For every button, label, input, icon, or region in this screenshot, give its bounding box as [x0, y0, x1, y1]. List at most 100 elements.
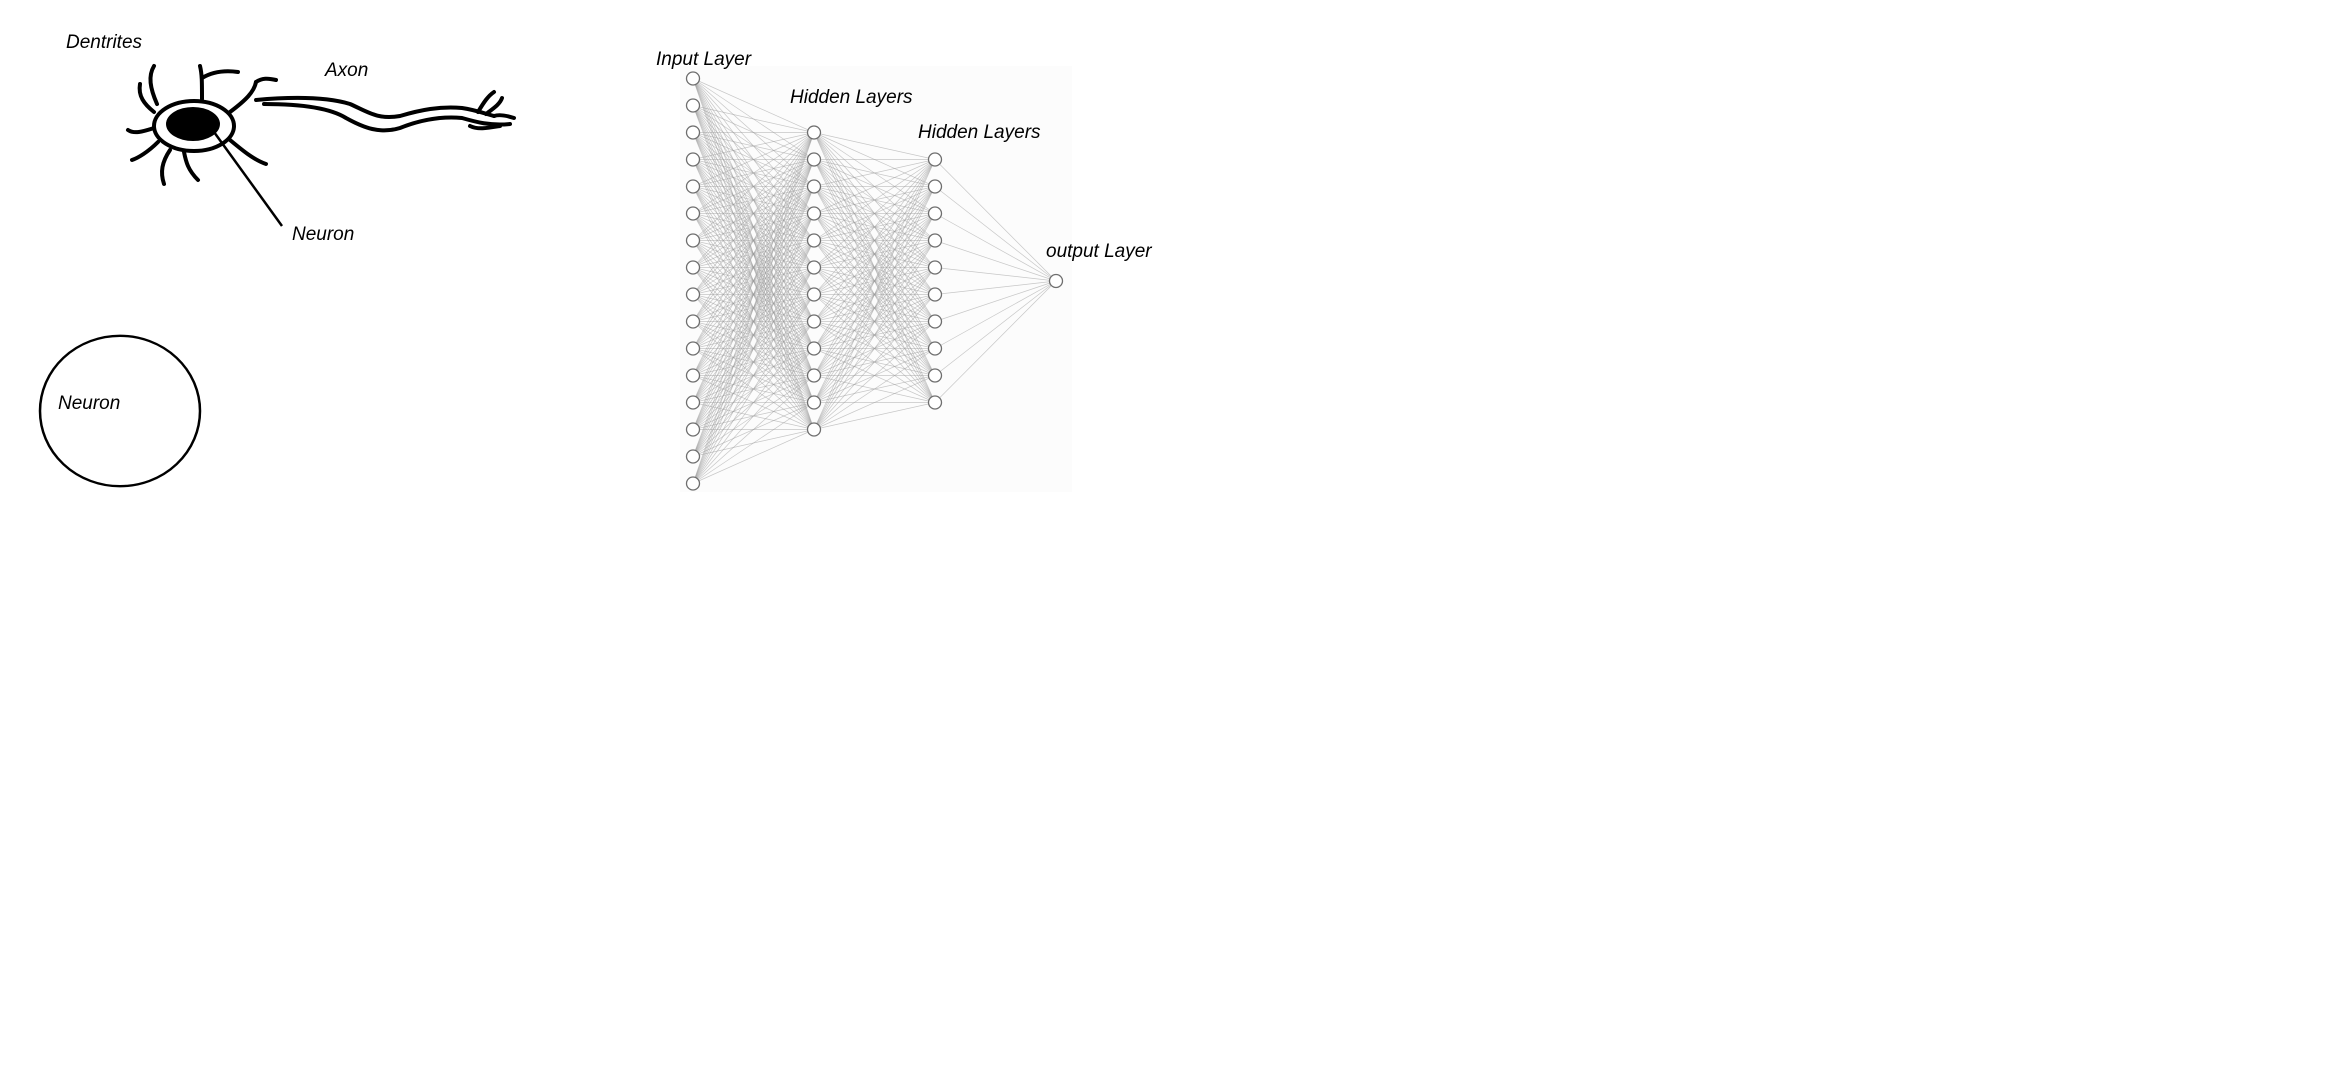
layer-2-node — [927, 206, 943, 221]
network-edge — [692, 132, 815, 160]
network-edge — [692, 321, 815, 484]
layer-0-node — [685, 71, 701, 86]
network-nodes — [685, 71, 1064, 491]
network-edge — [934, 267, 1057, 282]
hidden-layer-1-label: Hidden Layers — [790, 87, 913, 108]
network-edge — [692, 132, 815, 349]
network-edge — [934, 280, 1057, 403]
layer-0-node — [685, 368, 701, 383]
layer-2-node — [927, 233, 943, 248]
network-edge — [934, 280, 1057, 349]
dendrite — [148, 64, 159, 106]
neuron-label: Neuron — [292, 224, 354, 245]
dendrite — [126, 126, 156, 135]
input-layer-label: Input Layer — [656, 49, 752, 70]
network-edge — [692, 348, 815, 484]
dendrite — [200, 69, 240, 80]
layer-0-node — [685, 152, 701, 167]
network-edge — [813, 159, 936, 187]
network-edge — [692, 132, 815, 484]
dendrite — [137, 82, 156, 114]
network-edge — [813, 240, 936, 430]
network-edge — [692, 132, 815, 376]
layer-0-node — [685, 233, 701, 248]
dendrite — [130, 140, 160, 162]
neuron-circle — [38, 334, 202, 488]
network-edge — [692, 132, 815, 430]
network-edge — [813, 402, 936, 430]
layer-0-node — [685, 422, 701, 437]
layer-1-node — [806, 368, 822, 383]
network-edges — [692, 78, 1057, 484]
network-edge — [692, 132, 815, 187]
layer-2-node — [927, 368, 943, 383]
network-edge — [692, 213, 815, 484]
layer-0-node — [685, 449, 701, 464]
layer-1-node — [806, 422, 822, 437]
network-edge — [813, 213, 936, 430]
dendrite — [182, 150, 200, 182]
network-edge — [692, 132, 815, 295]
network-edge — [813, 294, 936, 430]
network-edge — [813, 321, 936, 430]
neuron-circle-label: Neuron — [58, 393, 120, 414]
network-edge — [934, 240, 1057, 282]
network-edge — [692, 294, 815, 484]
layer-1-node — [806, 395, 822, 410]
layer-0-node — [685, 260, 701, 275]
neuron-pointer-line — [212, 131, 284, 227]
network-edge — [813, 132, 936, 160]
network-edge — [692, 132, 815, 214]
axon-terminal — [492, 113, 516, 120]
layer-1-node — [806, 179, 822, 194]
neuron-sketch — [126, 64, 516, 186]
layer-2-node — [927, 152, 943, 167]
network-edge — [813, 159, 936, 376]
network-edge — [813, 186, 936, 430]
layer-1-node — [806, 314, 822, 329]
dendrites-label: Dentrites — [66, 32, 143, 53]
network-edge — [692, 132, 815, 268]
layer-2-node — [927, 314, 943, 329]
network-edge — [934, 280, 1057, 295]
network-edge — [692, 105, 815, 133]
nucleus — [166, 107, 220, 141]
dendrite — [254, 76, 278, 84]
dendrite — [228, 80, 258, 114]
network-edge — [813, 159, 936, 268]
layer-2-node — [927, 179, 943, 194]
layer-1-node — [806, 260, 822, 275]
network-edge — [813, 159, 936, 295]
network-edge — [934, 213, 1057, 282]
network-edge — [692, 132, 815, 403]
layer-1-node — [806, 152, 822, 167]
network-edge — [813, 159, 936, 322]
layer-2-node — [927, 341, 943, 356]
layer-1-node — [806, 233, 822, 248]
network-edge — [692, 132, 815, 322]
network-edge — [692, 402, 815, 484]
network-edge — [813, 348, 936, 430]
network-edge — [692, 132, 815, 457]
layer-0-node — [685, 395, 701, 410]
layer-1-node — [806, 287, 822, 302]
layer-0-node — [685, 341, 701, 356]
axon-terminal — [476, 90, 496, 114]
layer-2-node — [927, 287, 943, 302]
layer-0-node — [685, 125, 701, 140]
axon-label: Axon — [324, 60, 368, 81]
hidden-layer-2-label: Hidden Layers — [918, 122, 1041, 143]
network-edge — [813, 375, 936, 430]
network-edge — [813, 267, 936, 430]
network-edge — [813, 159, 936, 349]
network-edge — [813, 159, 936, 214]
network-edge — [692, 78, 815, 133]
axon-terminal — [468, 124, 502, 131]
axon — [254, 95, 496, 119]
network-edge — [813, 159, 936, 403]
layer-1-node — [806, 341, 822, 356]
network-edge — [934, 159, 1057, 282]
network-edge — [692, 429, 815, 484]
layer-2-node — [927, 260, 943, 275]
